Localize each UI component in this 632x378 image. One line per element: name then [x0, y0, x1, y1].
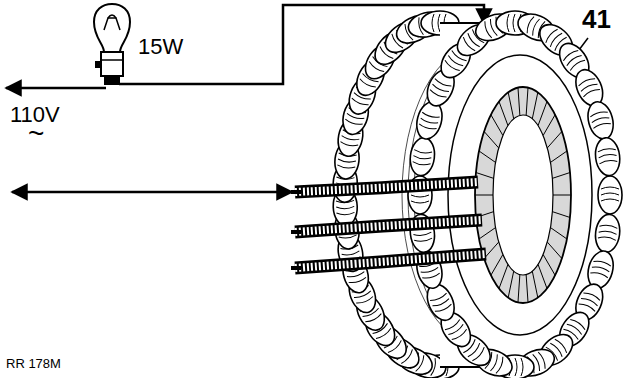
ac-symbol: ~ — [28, 120, 44, 148]
winding-coil — [593, 136, 622, 177]
winding-coil — [598, 176, 622, 214]
stator-lead — [291, 254, 486, 268]
stator-lead — [291, 220, 482, 232]
wattage-label: 15W — [138, 36, 183, 58]
winding-coil — [593, 213, 622, 254]
winding-coil — [584, 99, 617, 142]
stator-lead — [291, 182, 478, 192]
winding-coil — [408, 136, 437, 177]
figure-code: RR 178M — [6, 357, 61, 370]
callout-number: 41 — [582, 6, 611, 32]
test-lamp — [94, 4, 130, 84]
